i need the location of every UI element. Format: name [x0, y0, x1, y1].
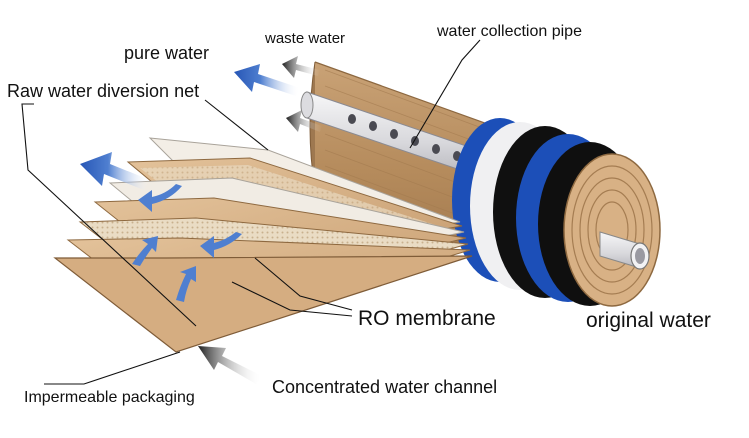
- leader-raw-water-diversion-net: [204, 99, 269, 151]
- leader-water-collection-pipe: [409, 39, 481, 149]
- concentrate-arrow: [198, 346, 262, 384]
- flow-arrows: [80, 56, 322, 384]
- leader-ro-membrane-1: [254, 257, 353, 311]
- blank-mask: [266, 340, 376, 366]
- label-pure-water: pure water: [124, 43, 210, 63]
- waste-water-arrows: [282, 56, 322, 132]
- leader-impermeable-packaging-2: [44, 351, 181, 385]
- water-collection-pipe: [300, 91, 479, 177]
- leader-lines: [21, 39, 481, 385]
- label-original-water: original water: [586, 309, 711, 332]
- label-waste-water: waste water: [265, 30, 346, 47]
- membrane-end-cap: [452, 118, 661, 307]
- label-water-collection-pipe: water collection pipe: [437, 23, 582, 40]
- label-impermeable-packaging: Impermeable packaging: [24, 389, 195, 406]
- label-concentrated-water-channel: Concentrated water channel: [272, 377, 498, 397]
- label-ro-membrane: RO membrane: [358, 307, 496, 330]
- leader-ro-membrane-2: [231, 281, 353, 317]
- pure-water-arrow: [234, 64, 300, 96]
- layer-flow-arrows: [132, 184, 242, 302]
- label-raw-water-diversion-net: Raw water diversion net: [7, 81, 200, 101]
- leader-impermeable-packaging-1: [21, 103, 197, 327]
- permeate-arrow: [80, 152, 150, 190]
